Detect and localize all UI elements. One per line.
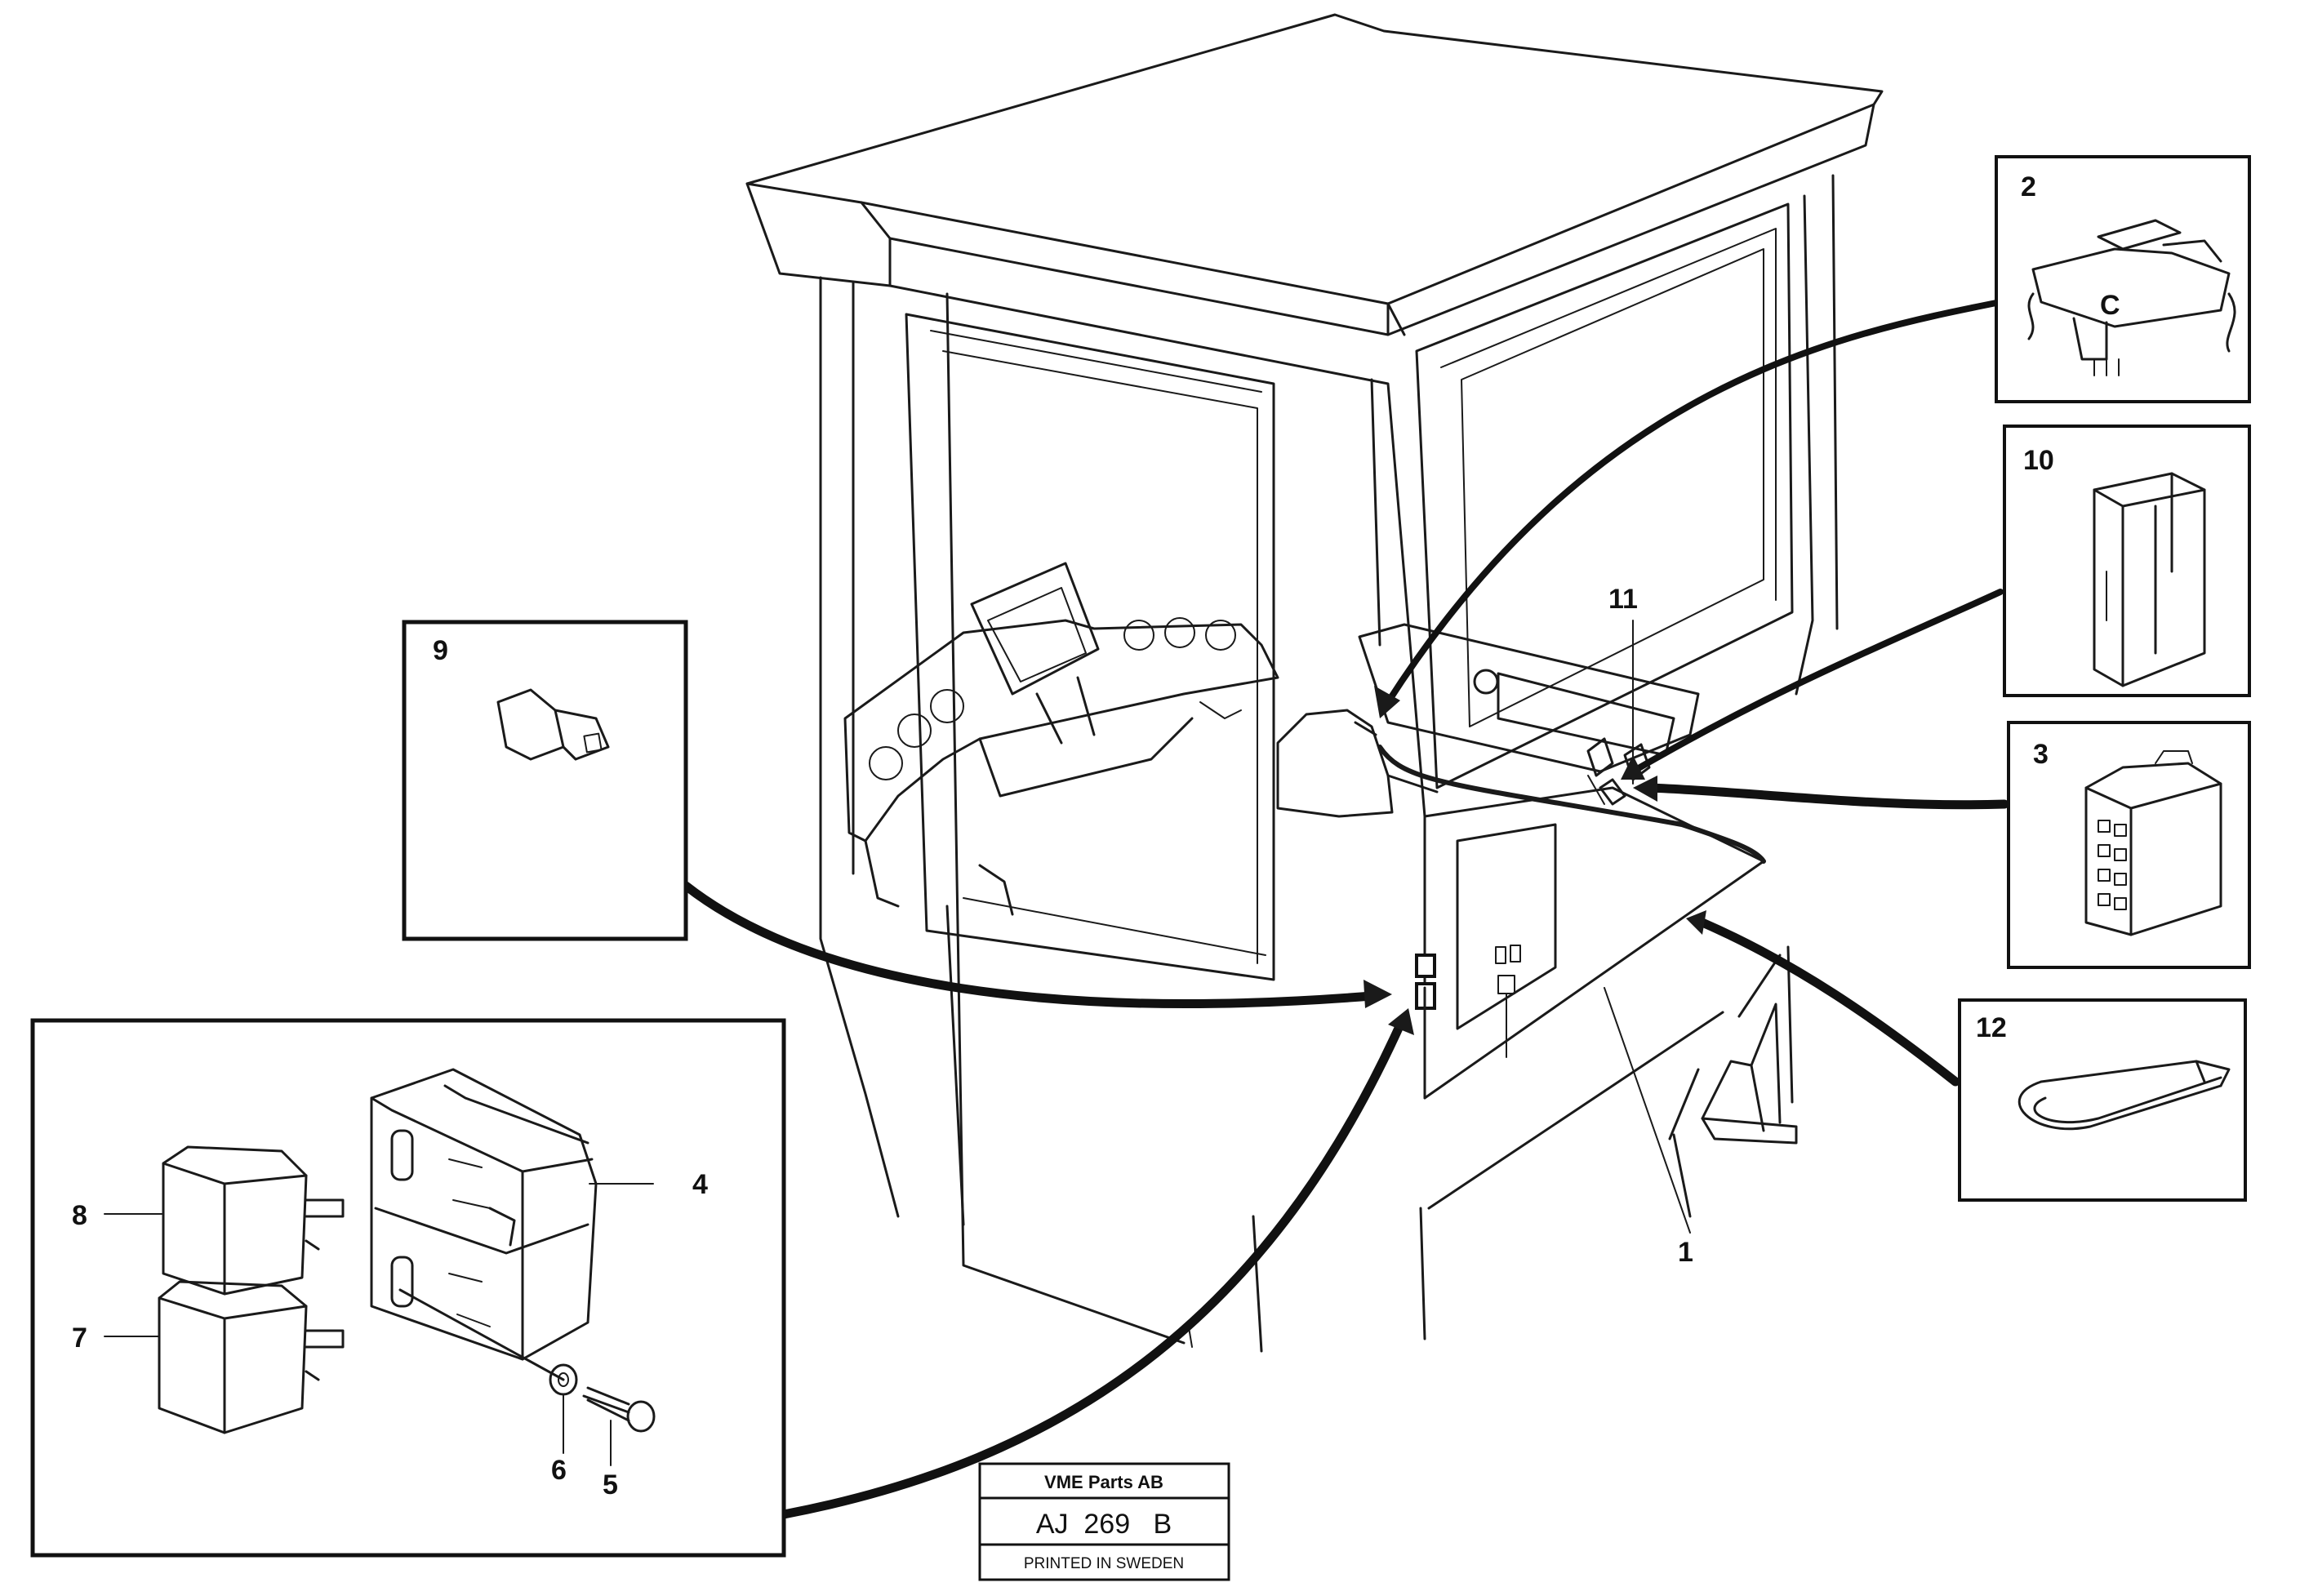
inset-12-cable-tie [1958,998,2247,1202]
callout-11: 11 [1608,584,1638,615]
arrowhead-9 [1364,980,1392,1008]
callout-8: 8 [72,1200,87,1231]
callout-3: 3 [2033,739,2049,770]
callout-12: 12 [1976,1012,2007,1043]
inset-relay-assembly [30,1018,786,1558]
callout-6: 6 [551,1455,567,1486]
arrowhead-relay [1388,1008,1414,1035]
plate-printed: PRINTED IN SWEDEN [1024,1555,1184,1572]
inset-2-rocker-switch: C [1995,155,2251,403]
callout-1: 1 [1678,1237,1693,1268]
leader-lines [104,620,1691,1466]
callout-2: 2 [2021,171,2036,202]
callout-7: 7 [72,1323,87,1354]
inset-9-fuse-holder [402,620,688,941]
title-plate: VME Parts AB AJ 269 B PRINTED IN SWEDEN [978,1462,1230,1581]
callout-labels: 1 2 3 4 5 6 7 8 9 10 11 12 [72,171,2054,1500]
inset-10-relay-unit [2003,425,2251,697]
plate-company: VME Parts AB [1044,1472,1163,1492]
callout-9: 9 [433,635,448,666]
cab-illustration [745,13,1884,1353]
switch-mark: C [2100,290,2120,321]
callout-5: 5 [603,1469,618,1500]
arrowhead-12 [1686,910,1706,935]
plate-code: AJ 269 B [1036,1509,1172,1540]
arrowhead-3 [1633,776,1657,802]
callout-10: 10 [2023,445,2054,476]
pointer-arrows [681,299,2009,1519]
callout-4: 4 [692,1169,708,1200]
arrowhead-2 [1374,686,1400,718]
inset-3-connector [2007,721,2251,969]
